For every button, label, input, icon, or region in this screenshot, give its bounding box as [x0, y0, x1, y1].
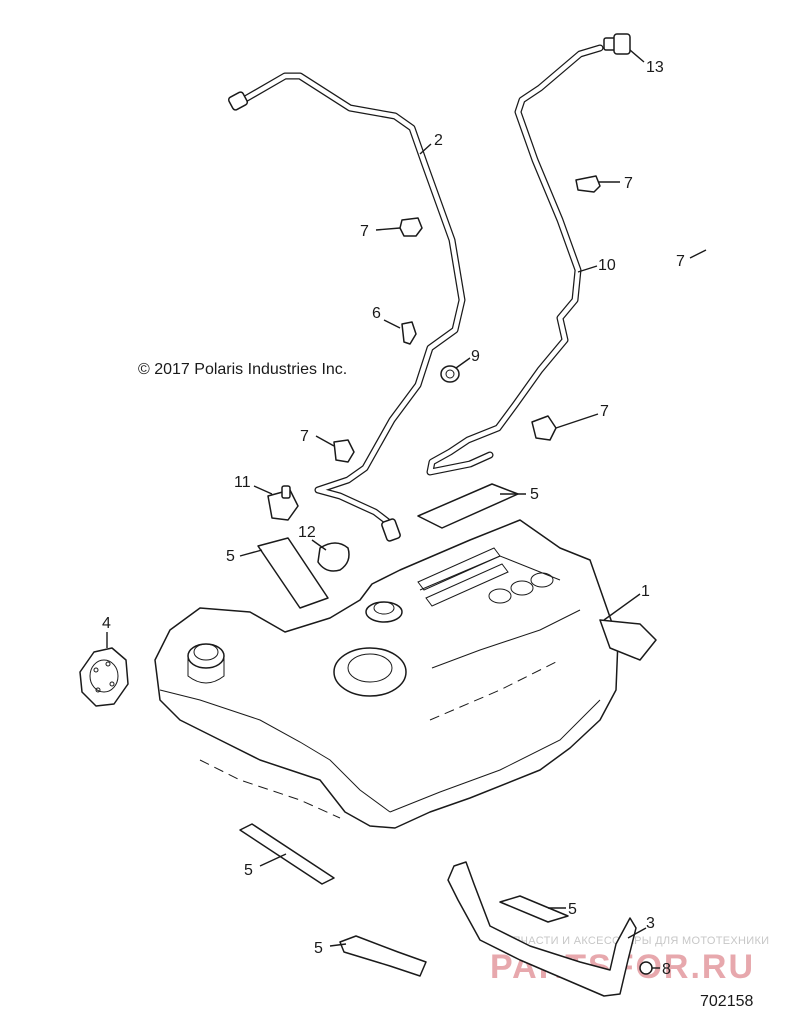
callout-4: 4	[102, 615, 111, 632]
clip-part-7-d	[333, 439, 355, 463]
pad-part-5-c	[239, 823, 335, 885]
callout-6: 6	[372, 305, 381, 322]
callout-7-lower-left: 7	[300, 428, 309, 445]
callout-7-far-right: 7	[676, 253, 685, 270]
callout-5-bottom: 5	[314, 940, 323, 957]
strap-part-3	[447, 861, 637, 997]
leader-lines	[106, 49, 707, 969]
fuel-tank-part-1	[154, 519, 657, 829]
clip-part-7-c	[531, 415, 557, 441]
clip-part-7-a	[399, 217, 423, 237]
document-number: 702158	[700, 993, 753, 1010]
pad-part-5-b	[257, 537, 329, 609]
callout-8: 8	[662, 961, 671, 978]
vent-tube-part-10	[426, 44, 604, 476]
pad-part-5-d	[499, 895, 569, 923]
vent-tube-part-2	[227, 72, 466, 542]
pad-part-5-e	[339, 935, 427, 977]
fuel-cap-part-4	[79, 647, 129, 707]
callout-5-lower-right: 5	[568, 901, 577, 918]
callout-1: 1	[641, 583, 650, 600]
callout-5-left: 5	[226, 548, 235, 565]
pad-part-5-a	[417, 483, 519, 529]
callout-9: 9	[471, 348, 480, 365]
callout-labels: 1 2 3 4 5 5 5 5 5 6 7 7 7 7 7 8 9 10 11 …	[102, 59, 685, 978]
callout-7-lower-right: 7	[600, 403, 609, 420]
valve-part-11	[267, 485, 299, 521]
nut-part-8	[639, 961, 653, 975]
callout-7-upper-left: 7	[360, 223, 369, 240]
clip-part-7-b	[575, 175, 601, 193]
callout-2: 2	[434, 132, 443, 149]
watermark-tagline: ЗАПЧАСТИ И АКСЕССУАРЫ ДЛЯ МОТОТЕХНИКИ	[498, 935, 769, 947]
callout-12: 12	[298, 524, 316, 541]
callout-5-top: 5	[530, 486, 539, 503]
clip-part-6	[401, 321, 417, 345]
clamp-part-9	[440, 365, 460, 383]
callout-5-lower-left: 5	[244, 862, 253, 879]
callout-7-upper-right: 7	[624, 175, 633, 192]
callout-11: 11	[234, 474, 251, 491]
callout-10: 10	[598, 257, 616, 274]
copyright-notice: © 2017 Polaris Industries Inc.	[138, 361, 347, 378]
callout-13: 13	[646, 59, 664, 76]
callout-3: 3	[646, 915, 655, 932]
fitting-part-13	[603, 33, 631, 55]
